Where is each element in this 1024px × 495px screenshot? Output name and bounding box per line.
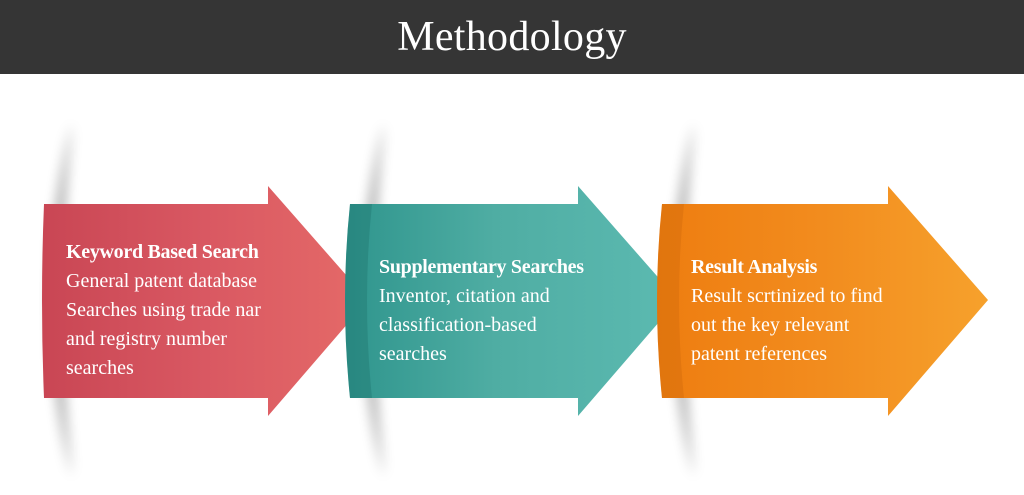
step-3-text: Result Analysis Result scrtinized to fin… — [691, 253, 951, 369]
step-3-title: Result Analysis — [691, 256, 818, 278]
step-1-description: General patent database Searches using t… — [66, 270, 261, 379]
step-2-text: Supplementary Searches Inventor, citatio… — [379, 253, 644, 369]
arrow-step-3 — [657, 186, 988, 416]
arrow-step-1 — [42, 186, 368, 416]
arrow-step-2 — [345, 186, 678, 416]
arrow-3-edge-shade — [657, 204, 684, 398]
arrow-2-edge-shade — [345, 204, 372, 398]
step-1-title: Keyword Based Search — [66, 241, 259, 263]
header-bar: Methodology — [0, 0, 1024, 74]
page-title: Methodology — [397, 14, 627, 60]
step-2-description: Inventor, citation and classification-ba… — [379, 285, 550, 365]
step-3-description: Result scrtinized to find out the key re… — [691, 285, 883, 365]
step-2-title: Supplementary Searches — [379, 256, 584, 278]
step-1-text: Keyword Based Search General patent data… — [66, 238, 346, 383]
